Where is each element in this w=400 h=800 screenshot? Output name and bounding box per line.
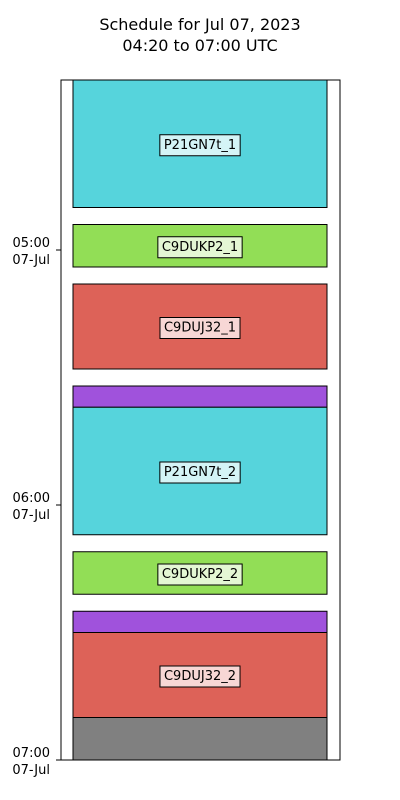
event-label-box [157, 563, 243, 586]
event-label-box [159, 317, 241, 339]
event-label-box [157, 236, 243, 259]
y-tick-date-label: 07-Jul [12, 253, 50, 268]
event-label: C9DUJ32_1 [164, 321, 236, 336]
event-label: P21GN7t_2 [164, 465, 236, 480]
y-tick-time-label: 06:00 [13, 491, 50, 506]
events-layer: P21GN7t_1C9DUKP2_1C9DUJ32_1P21GN7t_2C9DU… [72, 79, 328, 761]
event-label: P21GN7t_1 [164, 138, 236, 153]
event-bar [72, 610, 328, 633]
event-label-box [159, 461, 241, 484]
y-tick-date-label: 07-Jul [12, 508, 50, 523]
y-axis: 05:00 07-Jul 06:00 07-Jul 07:00 07-Jul [12, 236, 61, 778]
event-bar [72, 79, 328, 208]
event-label: C9DUJ32_2 [164, 669, 236, 684]
event-label: C9DUKP2_1 [162, 240, 238, 255]
event-bar [72, 717, 328, 761]
event-label: C9DUKP2_2 [162, 567, 238, 582]
y-tick-time-label: 07:00 [13, 746, 50, 761]
y-tick-date-label: 07-Jul [12, 763, 50, 778]
event-label-box [159, 665, 241, 688]
event-bar [72, 385, 328, 408]
y-tick-time-label: 05:00 [13, 236, 50, 251]
event-label-box [159, 134, 241, 157]
chart-title: Schedule for Jul 07, 2023 [99, 15, 300, 34]
chart-subtitle: 04:20 to 07:00 UTC [122, 36, 277, 55]
